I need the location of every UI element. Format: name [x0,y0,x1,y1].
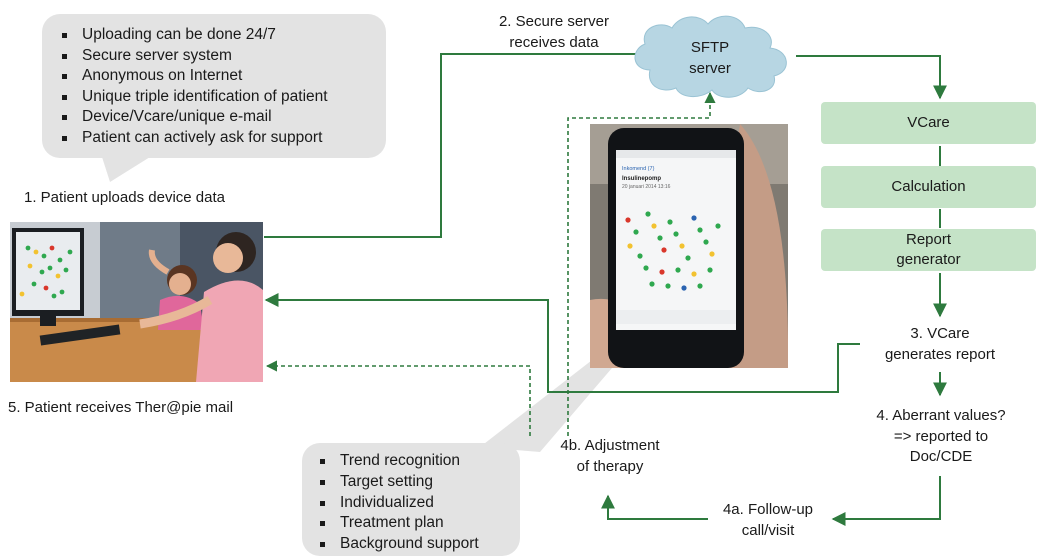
bottom-callout-item: Background support [316,534,479,555]
step4-label: 4. Aberrant values? => reported to Doc/C… [848,406,1034,468]
top-callout-item: Unique triple identification of patient [58,87,328,108]
patient-photo [10,222,263,382]
phone-mail-title: Insulinepomp [622,176,661,182]
top-callout-item: Secure server system [58,46,328,67]
step4-line1: 4. Aberrant values? [876,407,1006,424]
top-callout-list: Uploading can be done 24/7 Secure server… [58,25,328,149]
cloud-line2: server [689,59,731,77]
step2-label: 2. Secure server receives data [486,12,622,53]
cloud-line1: SFTP [690,39,730,56]
arrow-step4-to-step4a [831,476,941,526]
step4b-line2: of therapy [576,457,644,475]
bottom-callout-item: Target setting [316,472,479,493]
solid-flow-lines [264,53,947,526]
step4-line2: => reported to [893,427,989,445]
phone-glucose-dots [625,211,721,291]
arrow-step4a-to-step4b [601,494,708,520]
step5-label: 5. Patient receives Ther@pie mail [8,399,234,416]
sftp-cloud [634,15,787,98]
report-line1: Report [905,230,952,248]
step2-line2: receives data [509,33,599,51]
dashed-arrow-adjustment-to-server [567,91,716,436]
step1-label: 1. Patient uploads device data [24,189,225,206]
phone-mail-date: 20 januari 2014 13:16 [622,184,671,190]
dashed-flow-lines [265,91,716,436]
top-callout-item: Device/Vcare/unique e-mail [58,107,328,128]
step2-line1: 2. Secure server [498,13,610,30]
step4b-label: 4b. Adjustment of therapy [540,436,680,477]
step3-label: 3. VCare generates report [862,324,1018,365]
cloud-label: SFTP server [670,38,750,79]
arrow-patient-to-server [264,53,640,238]
bottom-callout-list: Trend recognition Target setting Individ… [316,451,479,555]
step3-line1: 3. VCare [910,325,970,342]
phone-inbox-label: Inkomend (7) [622,166,655,172]
step3-line2: generates report [884,345,996,363]
arrow-server-to-vcare [796,55,947,100]
top-callout-item: Uploading can be done 24/7 [58,25,328,46]
arrow-report-to-patient [264,293,860,393]
bottom-callout-item: Trend recognition [316,451,479,472]
step4a-line2: call/visit [741,521,795,539]
step4-line3: Doc/CDE [909,448,973,465]
report-generator-box: Report generator [821,229,1036,271]
step4a-label: 4a. Follow-up call/visit [708,500,828,541]
bottom-callout-item: Treatment plan [316,513,479,534]
report-line2: generator [896,251,961,268]
phone-photo: Inkomend (7) Insulinepomp 20 januari 201… [590,124,788,368]
vcare-box: VCare [821,102,1036,144]
top-callout-item: Anonymous on Internet [58,66,328,87]
top-callout-bubble [42,14,386,182]
top-callout-item: Patient can actively ask for support [58,128,328,149]
bottom-callout-item: Individualized [316,493,479,514]
calculation-box: Calculation [821,166,1036,208]
step4a-line1: 4a. Follow-up [722,501,814,518]
dashed-arrow-adjustment-to-patient [265,360,531,436]
step4b-line1: 4b. Adjustment [560,437,660,454]
